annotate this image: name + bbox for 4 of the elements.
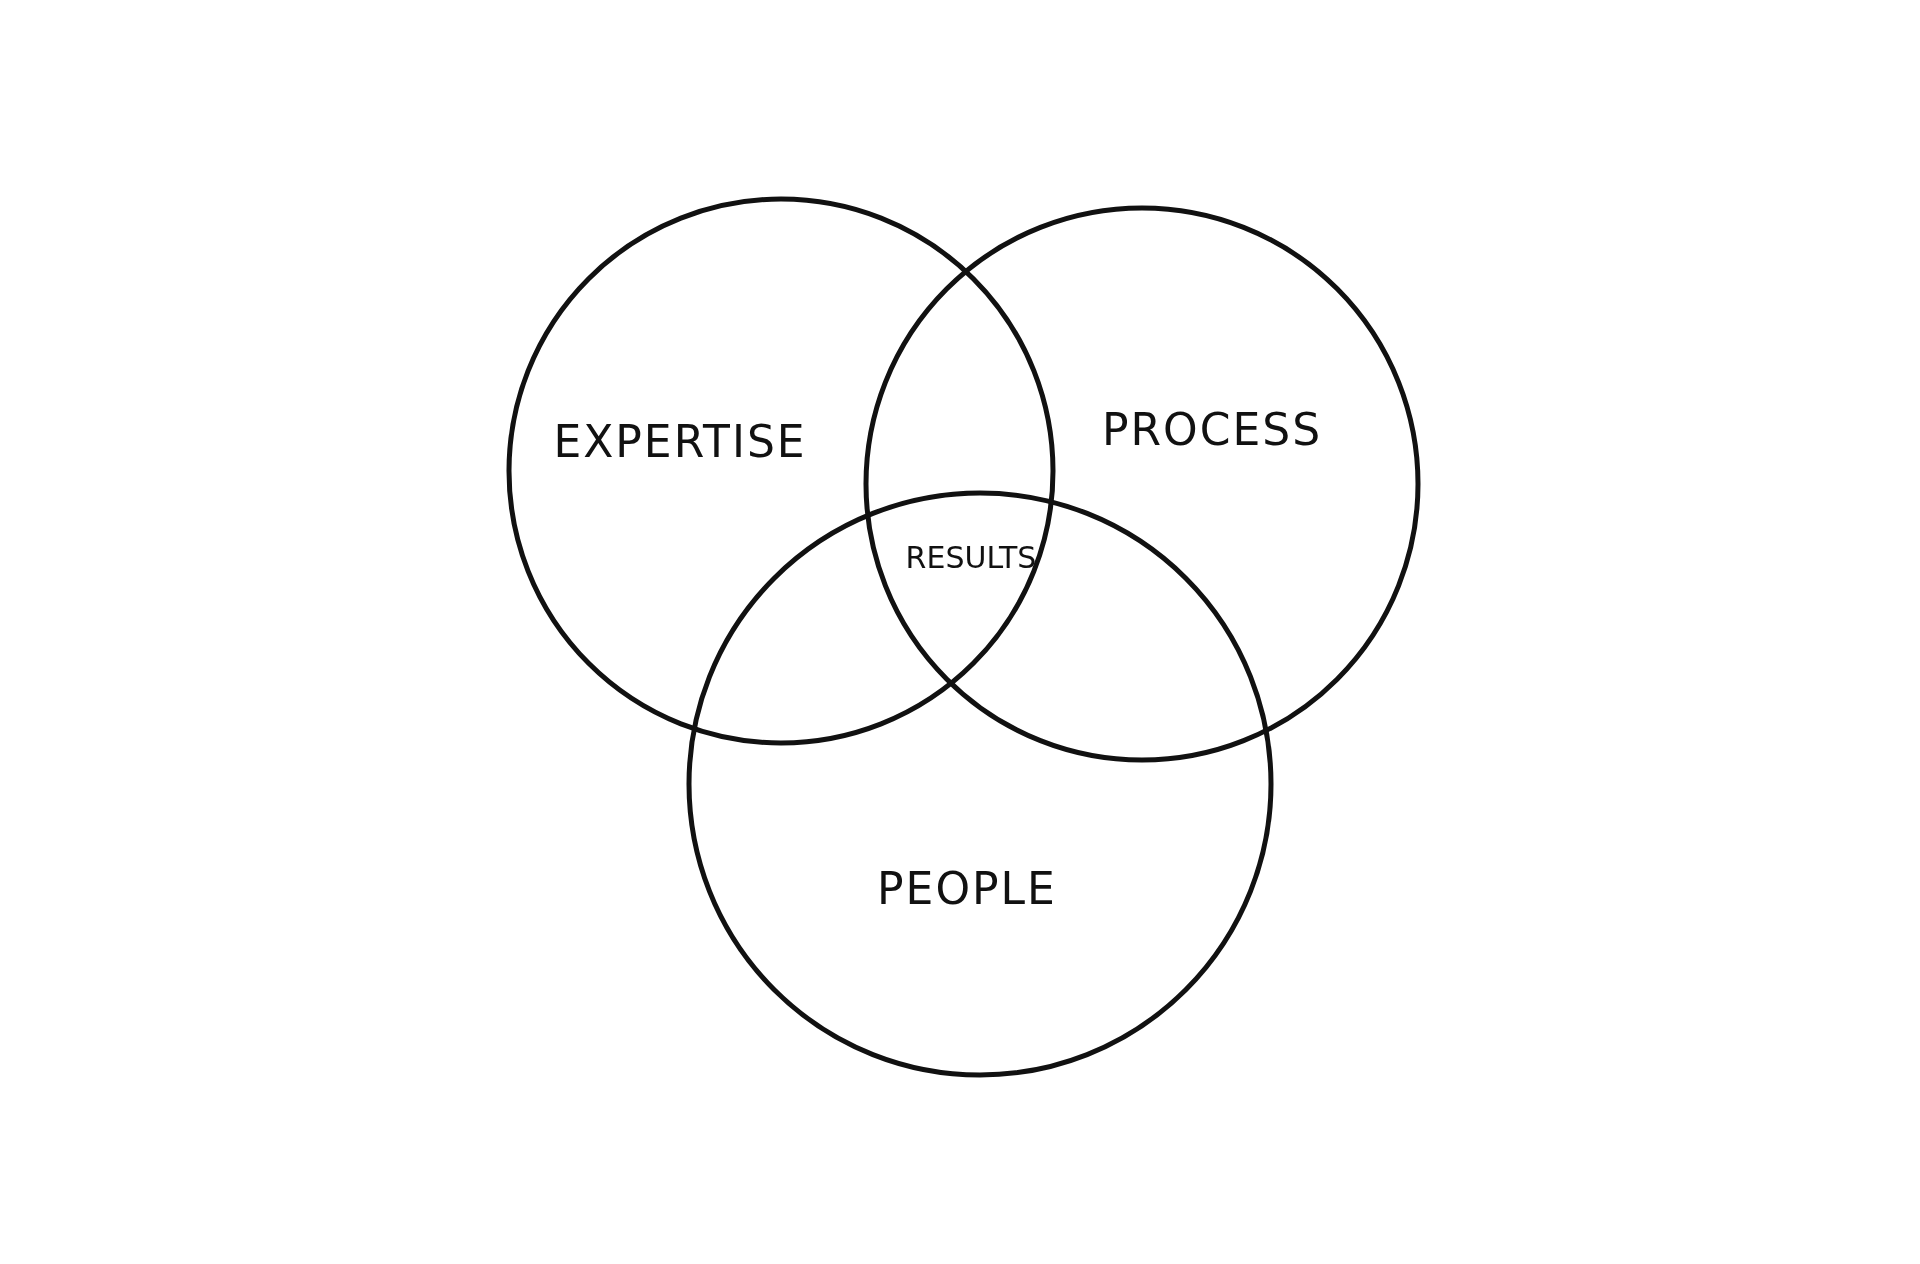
circle-label: EXPERTISE [553,415,807,467]
overlap-label: RESULTS [905,539,1037,575]
circle-label: PEOPLE [877,862,1057,914]
circle-label: PROCESS [1101,403,1323,455]
